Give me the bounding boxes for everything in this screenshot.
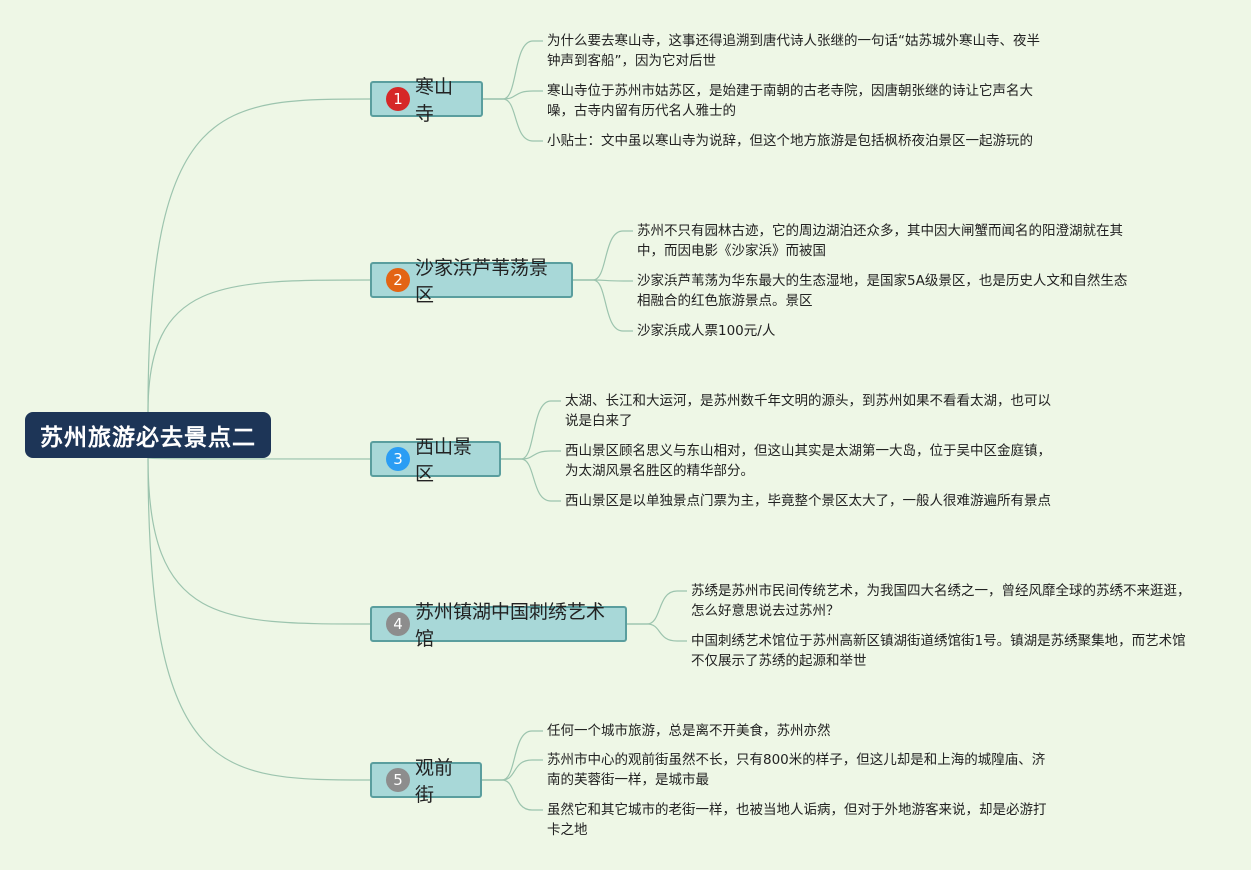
note-text: 虽然它和其它城市的老街一样，也被当地人诟病，但对于外地游客来说，却是必游打卡之地 xyxy=(547,802,1047,838)
connector-line xyxy=(147,457,371,781)
note-text: 小贴士：文中虽以寒山寺为说辞，但这个地方旅游是包括枫桥夜泊景区一起游玩的 xyxy=(547,133,1033,149)
branch-hanshan-temple[interactable]: 1 寒山寺 xyxy=(370,76,483,125)
connector-line xyxy=(501,450,561,460)
note-text: 中国刺绣艺术馆位于苏州高新区镇湖街道绣馆街1号。镇湖是苏绣聚集地，而艺术馆不仅展… xyxy=(691,633,1186,669)
number-3-badge-icon: 3 xyxy=(386,447,410,471)
branch-guanqian-street[interactable]: 5 观前街 xyxy=(370,757,482,806)
connector-line xyxy=(147,457,371,460)
branch-shajiabang-reed-marsh[interactable]: 2 沙家浜芦苇荡景区 xyxy=(370,257,573,306)
connector-line xyxy=(627,623,687,642)
connector-line xyxy=(147,457,371,625)
note-text: 沙家浜芦苇荡为华东最大的生态湿地，是国家5A级景区，也是历史人文和自然生态相融合… xyxy=(637,273,1128,309)
connector-line xyxy=(483,90,543,100)
connector-line xyxy=(573,279,633,332)
branch-xishan-scenic-area[interactable]: 3 西山景区 xyxy=(370,436,501,485)
connector-line xyxy=(147,98,371,413)
connector-line xyxy=(482,759,543,781)
note-text: 苏州市中心的观前街虽然不长，只有800米的样子，但这儿却是和上海的城隍庙、济南的… xyxy=(547,752,1046,788)
note-text: 苏绣是苏州市民间传统艺术，为我国四大名绣之一，曾经风靡全球的苏绣不来逛逛，怎么好… xyxy=(691,583,1191,619)
connector-line xyxy=(501,400,561,460)
connector-line xyxy=(482,779,543,811)
connector-line xyxy=(501,458,561,502)
number-2-badge-icon: 2 xyxy=(386,268,410,292)
root-topic[interactable]: 苏州旅游必去景点二 xyxy=(25,412,271,458)
connector-line xyxy=(573,230,633,281)
branch-zhenhu-embroidery-museum[interactable]: 4 苏州镇湖中国刺绣艺术馆 xyxy=(370,601,627,650)
note-text: 沙家浜成人票100元/人 xyxy=(637,323,776,339)
number-1-badge-icon: 1 xyxy=(386,87,410,111)
connector-line xyxy=(483,40,543,100)
connector-line xyxy=(482,730,543,781)
connector-line xyxy=(483,98,543,142)
branch-label: 苏州镇湖中国刺绣艺术馆 xyxy=(415,601,606,650)
connector-line xyxy=(147,279,371,413)
branch-label: 观前街 xyxy=(415,757,454,806)
note-text: 西山景区顾名思义与东山相对，但这山其实是太湖第一大岛，位于吴中区金庭镇，为太湖风… xyxy=(565,443,1051,479)
note-text: 西山景区是以单独景点门票为主，毕竟整个景区太大了，一般人很难游遍所有景点 xyxy=(565,493,1051,509)
root-topic-label: 苏州旅游必去景点二 xyxy=(40,425,256,451)
note-text: 任何一个城市旅游，总是离不开美食，苏州亦然 xyxy=(547,723,831,739)
number-5-badge-icon: 5 xyxy=(386,768,410,792)
branch-label: 寒山寺 xyxy=(415,76,454,125)
note-text: 太湖、长江和大运河，是苏州数千年文明的源头，到苏州如果不看看太湖，也可以说是白来… xyxy=(565,393,1051,429)
note-text: 为什么要去寒山寺，这事还得追溯到唐代诗人张继的一句话“姑苏城外寒山寺、夜半钟声到… xyxy=(547,33,1040,69)
connector-line xyxy=(627,590,687,625)
note-text: 苏州不只有园林古迹，它的周边湖泊还众多，其中因大闸蟹而闻名的阳澄湖就在其中，而因… xyxy=(637,223,1123,259)
branch-label: 沙家浜芦苇荡景区 xyxy=(415,257,549,306)
number-4-badge-icon: 4 xyxy=(386,612,410,636)
branch-label: 西山景区 xyxy=(415,436,473,485)
note-text: 寒山寺位于苏州市姑苏区，是始建于南朝的古老寺院，因唐朝张继的诗让它声名大噪，古寺… xyxy=(547,83,1033,119)
